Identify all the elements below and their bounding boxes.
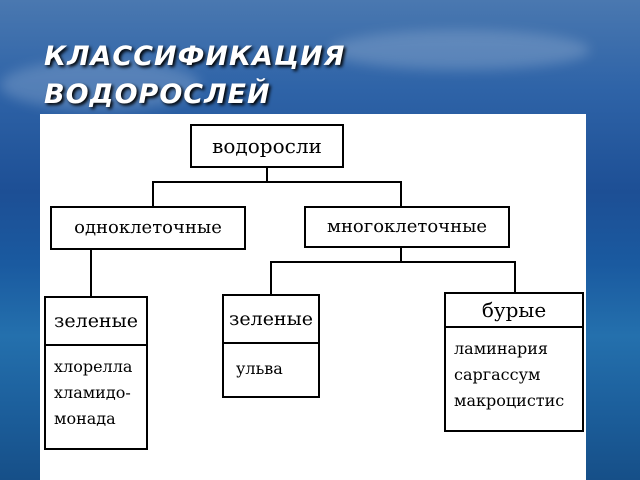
root-node-label: водоросли [212, 134, 322, 158]
root-node: водоросли [190, 124, 344, 168]
species-item: хламидо- [54, 383, 131, 402]
species-item: макроцистис [454, 391, 565, 410]
green-unicellular-node: зеленые хлорелла хламидо- монада [44, 296, 148, 450]
connector-root-horizontal [152, 181, 402, 183]
connector-to-brown [514, 261, 516, 293]
species-item: хлорелла [54, 357, 133, 376]
species-item: саргассум [454, 365, 541, 384]
unicellular-node-label: одноклеточные [74, 217, 222, 238]
brown-items: ламинария саргассум макроцистис [446, 328, 582, 414]
connector-to-green-multi [270, 261, 272, 295]
sky-background-streak [0, 60, 200, 110]
connector-to-multicellular [400, 181, 402, 207]
green-multicellular-node: зеленые ульва [222, 294, 320, 398]
multicellular-node: многоклеточные [304, 206, 510, 248]
brown-node: бурые ламинария саргассум макроцистис [444, 292, 584, 432]
species-item: монада [54, 409, 116, 428]
multicellular-node-label: многоклеточные [326, 216, 488, 237]
connector-unicellular-to-green [90, 248, 92, 298]
slide-title: КЛАССИФИКАЦИЯ ВОДОРОСЛЕЙ [44, 38, 345, 114]
species-item: ламинария [454, 339, 549, 358]
green-multicellular-label: зеленые [224, 296, 318, 344]
green-unicellular-label: зеленые [46, 298, 146, 346]
brown-label: бурые [446, 294, 582, 328]
title-line-1: КЛАССИФИКАЦИЯ [44, 41, 346, 72]
green-unicellular-items: хлорелла хламидо- монада [46, 346, 146, 432]
sky-background-streak [330, 30, 590, 70]
green-multicellular-items: ульва [224, 344, 318, 382]
title-line-2: ВОДОРОСЛЕЙ [44, 79, 271, 110]
connector-root-down [266, 167, 268, 182]
connector-multicellular-down [400, 247, 402, 262]
diagram-panel: водоросли одноклеточные многоклеточные з… [40, 114, 586, 480]
species-item: ульва [236, 359, 283, 378]
unicellular-node: одноклеточные [50, 206, 246, 250]
connector-multicellular-horizontal [270, 261, 516, 263]
connector-to-unicellular [152, 181, 154, 207]
